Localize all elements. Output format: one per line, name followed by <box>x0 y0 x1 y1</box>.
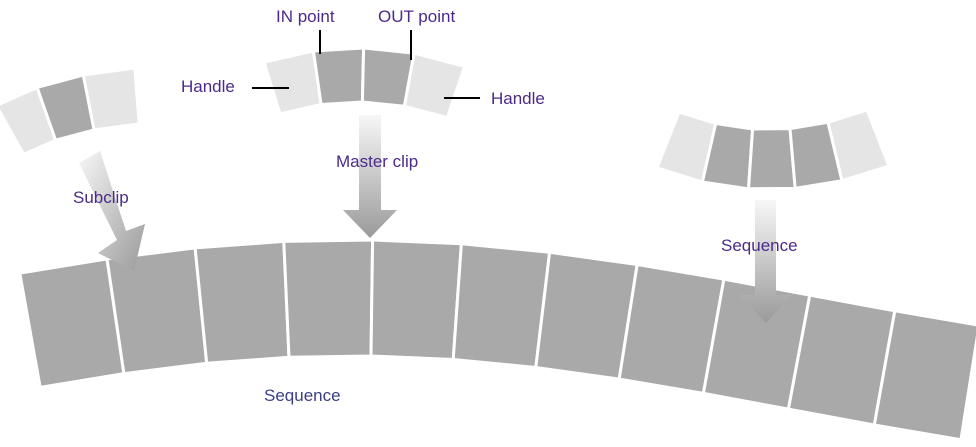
sequence-band-frame <box>18 257 126 389</box>
out-point-label: OUT point <box>378 7 455 26</box>
sequence-film-band <box>18 238 976 442</box>
sequence-arrow <box>740 200 792 323</box>
master-clip-clip-frame <box>311 46 366 106</box>
subclip-handle-frame <box>81 66 141 132</box>
sequence-clip-clip-frame <box>747 127 797 191</box>
subclip-strip <box>0 66 141 156</box>
sequence-band-frame <box>872 309 976 442</box>
sequence-band-frame <box>451 242 552 369</box>
sequence-band-label: Sequence <box>264 386 341 405</box>
master-clip-strip <box>262 46 467 120</box>
master-clip-handle-frame <box>262 49 323 116</box>
sequence-clip-handle-frame <box>826 108 891 183</box>
sequence-clip-strip <box>655 108 891 191</box>
sequence-band-frame <box>193 239 291 365</box>
subclip-label: Subclip <box>73 188 129 207</box>
master-clip-handle-frame <box>402 51 467 120</box>
sequence-band-frame <box>105 246 209 376</box>
sequence-arrow-label: Sequence <box>721 236 798 255</box>
sequence-band-frame <box>369 238 463 361</box>
in-point-label: IN point <box>276 7 335 26</box>
subclip-arrow <box>79 151 145 271</box>
handle-right-label: Handle <box>491 89 545 108</box>
handle-left-label: Handle <box>181 77 235 96</box>
master-clip-arrow <box>343 115 397 238</box>
master-clip-label: Master clip <box>336 152 418 171</box>
sequence-band-frame <box>282 238 375 359</box>
